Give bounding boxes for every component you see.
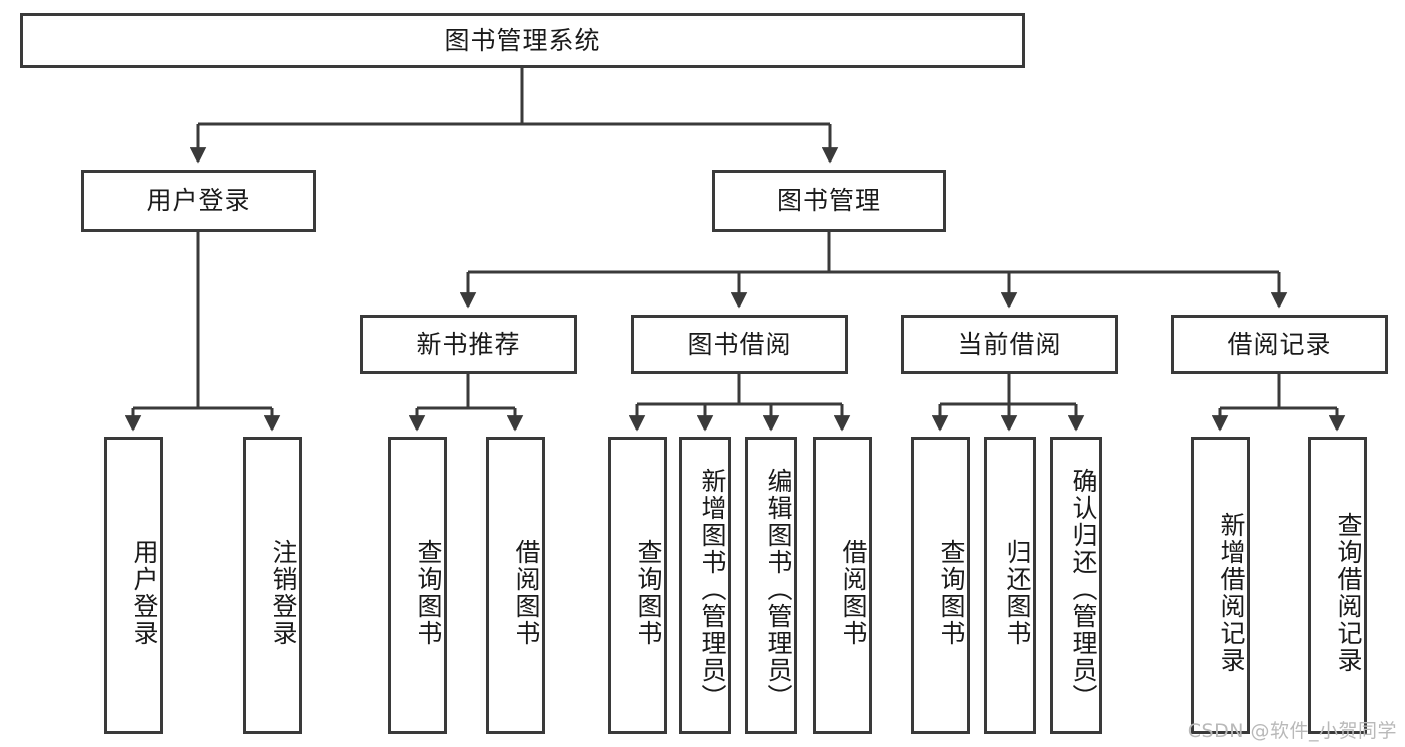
node-label: 借阅记录 <box>1227 329 1332 359</box>
node-label: 编辑图书（管理员） <box>764 468 793 711</box>
node-label: 注销登录 <box>269 538 298 647</box>
node-label: 用户登录 <box>146 186 251 215</box>
node-leaf-edit-book[interactable]: 编辑图书（管理员） <box>745 437 797 734</box>
node-label: 借阅图书 <box>839 538 868 647</box>
node-label: 图书借阅 <box>687 329 792 359</box>
node-new-book-recommend[interactable]: 新书推荐 <box>360 315 577 374</box>
node-label: 新书推荐 <box>416 329 521 359</box>
node-leaf-query-book-current[interactable]: 查询图书 <box>911 437 970 734</box>
node-label: 查询借阅记录 <box>1334 511 1363 674</box>
node-label: 新增图书（管理员） <box>698 468 727 711</box>
node-leaf-add-book[interactable]: 新增图书（管理员） <box>679 437 731 734</box>
node-label: 图书管理系统 <box>444 25 601 55</box>
node-leaf-query-borrow-record[interactable]: 查询借阅记录 <box>1308 437 1367 734</box>
node-book-management[interactable]: 图书管理 <box>712 170 946 232</box>
node-leaf-borrow-book-recommend[interactable]: 借阅图书 <box>486 437 545 734</box>
node-borrow-records[interactable]: 借阅记录 <box>1171 315 1388 374</box>
node-label: 确认归还（管理员） <box>1069 468 1098 711</box>
node-leaf-return-book[interactable]: 归还图书 <box>984 437 1036 734</box>
node-label: 查询图书 <box>937 538 966 647</box>
node-leaf-borrow-book[interactable]: 借阅图书 <box>813 437 872 734</box>
node-label: 当前借阅 <box>957 329 1062 359</box>
node-leaf-logout[interactable]: 注销登录 <box>243 437 302 734</box>
node-leaf-query-book-borrow[interactable]: 查询图书 <box>608 437 667 734</box>
csdn-watermark: CSDN @软件_小贺同学 <box>1187 720 1397 742</box>
node-leaf-confirm-return[interactable]: 确认归还（管理员） <box>1050 437 1102 734</box>
node-label: 用户登录 <box>130 538 159 647</box>
node-leaf-query-book-recommend[interactable]: 查询图书 <box>388 437 447 734</box>
node-label: 查询图书 <box>414 538 443 647</box>
node-current-borrow[interactable]: 当前借阅 <box>901 315 1118 374</box>
node-label: 图书管理 <box>776 186 881 215</box>
node-label: 归还图书 <box>1003 538 1032 647</box>
node-label: 查询图书 <box>634 538 663 647</box>
node-user-login[interactable]: 用户登录 <box>81 170 316 232</box>
node-root-system[interactable]: 图书管理系统 <box>20 13 1025 68</box>
node-leaf-add-borrow-record[interactable]: 新增借阅记录 <box>1191 437 1250 734</box>
node-label: 借阅图书 <box>512 538 541 647</box>
node-book-borrow[interactable]: 图书借阅 <box>631 315 848 374</box>
node-label: 新增借阅记录 <box>1217 511 1246 674</box>
node-leaf-user-login[interactable]: 用户登录 <box>104 437 163 734</box>
